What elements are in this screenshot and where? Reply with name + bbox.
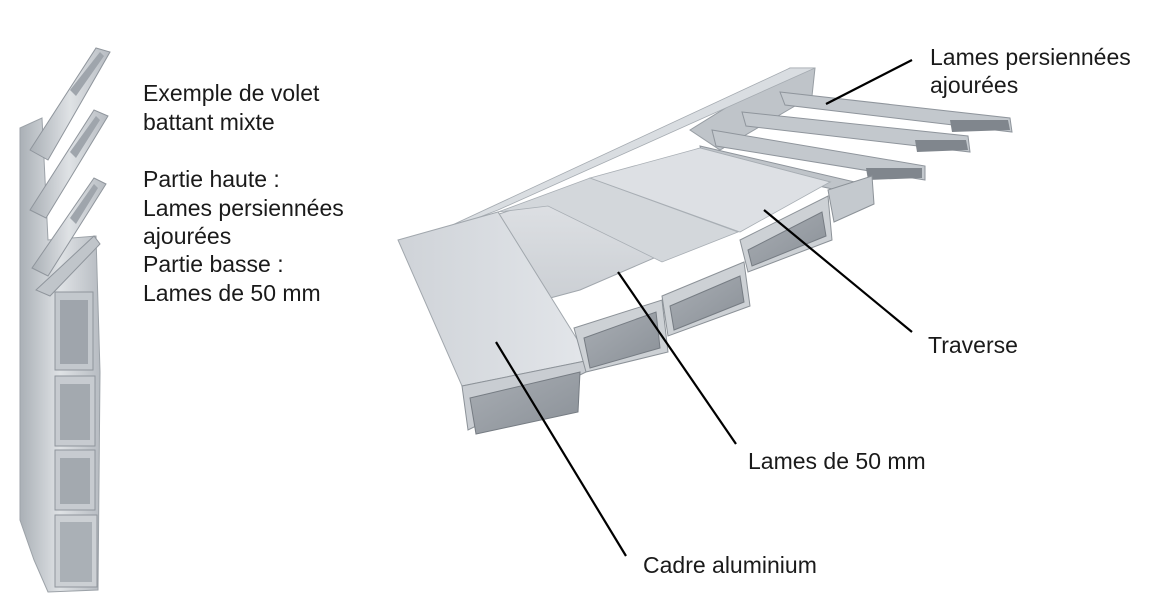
description-line-1: Exemple de volet xyxy=(143,80,320,106)
callout-lames-50: Lames de 50 mm xyxy=(748,448,926,474)
aluminium-section-photo xyxy=(397,67,1013,435)
leader-line-louvers xyxy=(825,59,913,105)
leader-lines xyxy=(495,59,913,557)
description-line-3: Partie haute : xyxy=(143,166,280,192)
callout-traverse: Traverse xyxy=(928,332,1018,358)
callout-lames-persiennees: Lames persiennées xyxy=(930,44,1131,70)
description-line-6: Partie basse : xyxy=(143,251,284,277)
leader-line-cadre xyxy=(495,341,627,557)
side-profile-photo xyxy=(19,47,111,593)
callout-cadre-aluminium: Cadre aluminium xyxy=(643,552,817,578)
description-line-4: Lames persiennées xyxy=(143,195,344,221)
callout-lames-persiennees-2: ajourées xyxy=(930,72,1019,98)
leader-line-lames-50 xyxy=(617,271,737,445)
description-line-7: Lames de 50 mm xyxy=(143,280,321,306)
leader-line-traverse xyxy=(763,209,913,333)
description-line-2: battant mixte xyxy=(143,109,275,135)
description-line-5: ajourées xyxy=(143,223,232,249)
